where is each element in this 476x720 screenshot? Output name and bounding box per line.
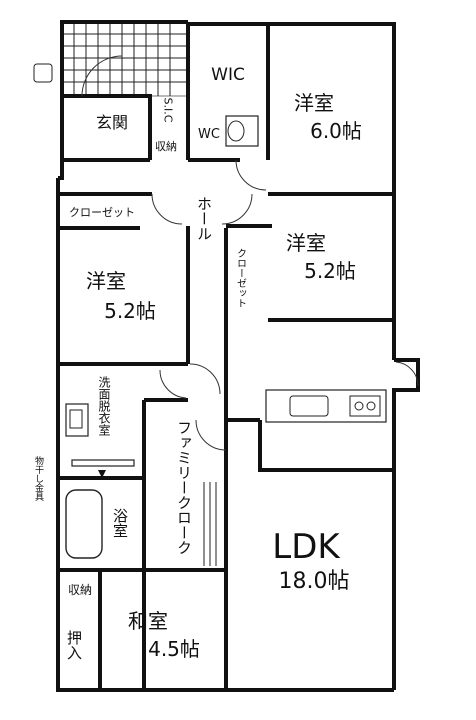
wash-basin xyxy=(65,403,89,437)
fixtures xyxy=(33,63,387,566)
western-room-mid-label: 洋室 xyxy=(286,231,326,255)
wic-label: WIC xyxy=(211,65,245,85)
western-room-left-label: 洋室 xyxy=(86,269,126,293)
western-room-left-size: 5.2帖 xyxy=(104,299,156,323)
hall-label: ホール xyxy=(195,196,213,241)
closet-side-label: クローゼット xyxy=(235,248,247,308)
entrance-label: 玄関 xyxy=(96,113,128,132)
storage-entry-label: 収納 xyxy=(155,140,177,153)
family-cloak-label: ファミリークローク xyxy=(175,420,193,555)
ldk-label: LDK xyxy=(272,527,341,567)
kitchen-sink xyxy=(289,395,329,417)
washitsu-size: 4.5帖 xyxy=(148,637,200,661)
laundry-hook-label: 物干し金具 xyxy=(33,455,44,502)
oshiire-label: 押入 xyxy=(65,630,83,660)
washroom-label: 洗面脱衣室 xyxy=(97,376,111,436)
interior-walls xyxy=(58,24,394,690)
exterior-unit xyxy=(33,63,53,83)
cloak-shelving xyxy=(203,482,217,566)
bathtub xyxy=(65,489,103,559)
stove-icon xyxy=(349,395,381,417)
basin-bowl xyxy=(69,409,83,429)
closet-top-label: クローゼット xyxy=(69,206,135,219)
western-room-mid-size: 5.2帖 xyxy=(304,259,356,283)
ldk-size: 18.0帖 xyxy=(279,569,350,594)
bath-label: 浴室 xyxy=(111,508,129,538)
toilet-fixture xyxy=(225,115,259,147)
entrance-tile-floor xyxy=(61,21,189,97)
toilet-bowl xyxy=(227,120,245,142)
storage-bottom-label: 収納 xyxy=(68,583,92,597)
exterior-walls xyxy=(56,20,420,692)
room-labels: WIC 洋室 6.0帖 玄関 収納 WC S.I.C ホール クローゼット クロ… xyxy=(33,65,362,661)
laundry-rod xyxy=(71,459,135,467)
washitsu-label: 和室 xyxy=(128,609,168,633)
laundry-arrow-icon xyxy=(98,470,106,478)
western-room-top-size: 6.0帖 xyxy=(310,119,362,143)
shoe-closet-label: S.I.C xyxy=(162,98,175,123)
wc-label: WC xyxy=(198,127,220,142)
western-room-top-label: 洋室 xyxy=(294,91,334,115)
kitchen-counter xyxy=(265,389,387,423)
door-swings xyxy=(81,55,419,451)
